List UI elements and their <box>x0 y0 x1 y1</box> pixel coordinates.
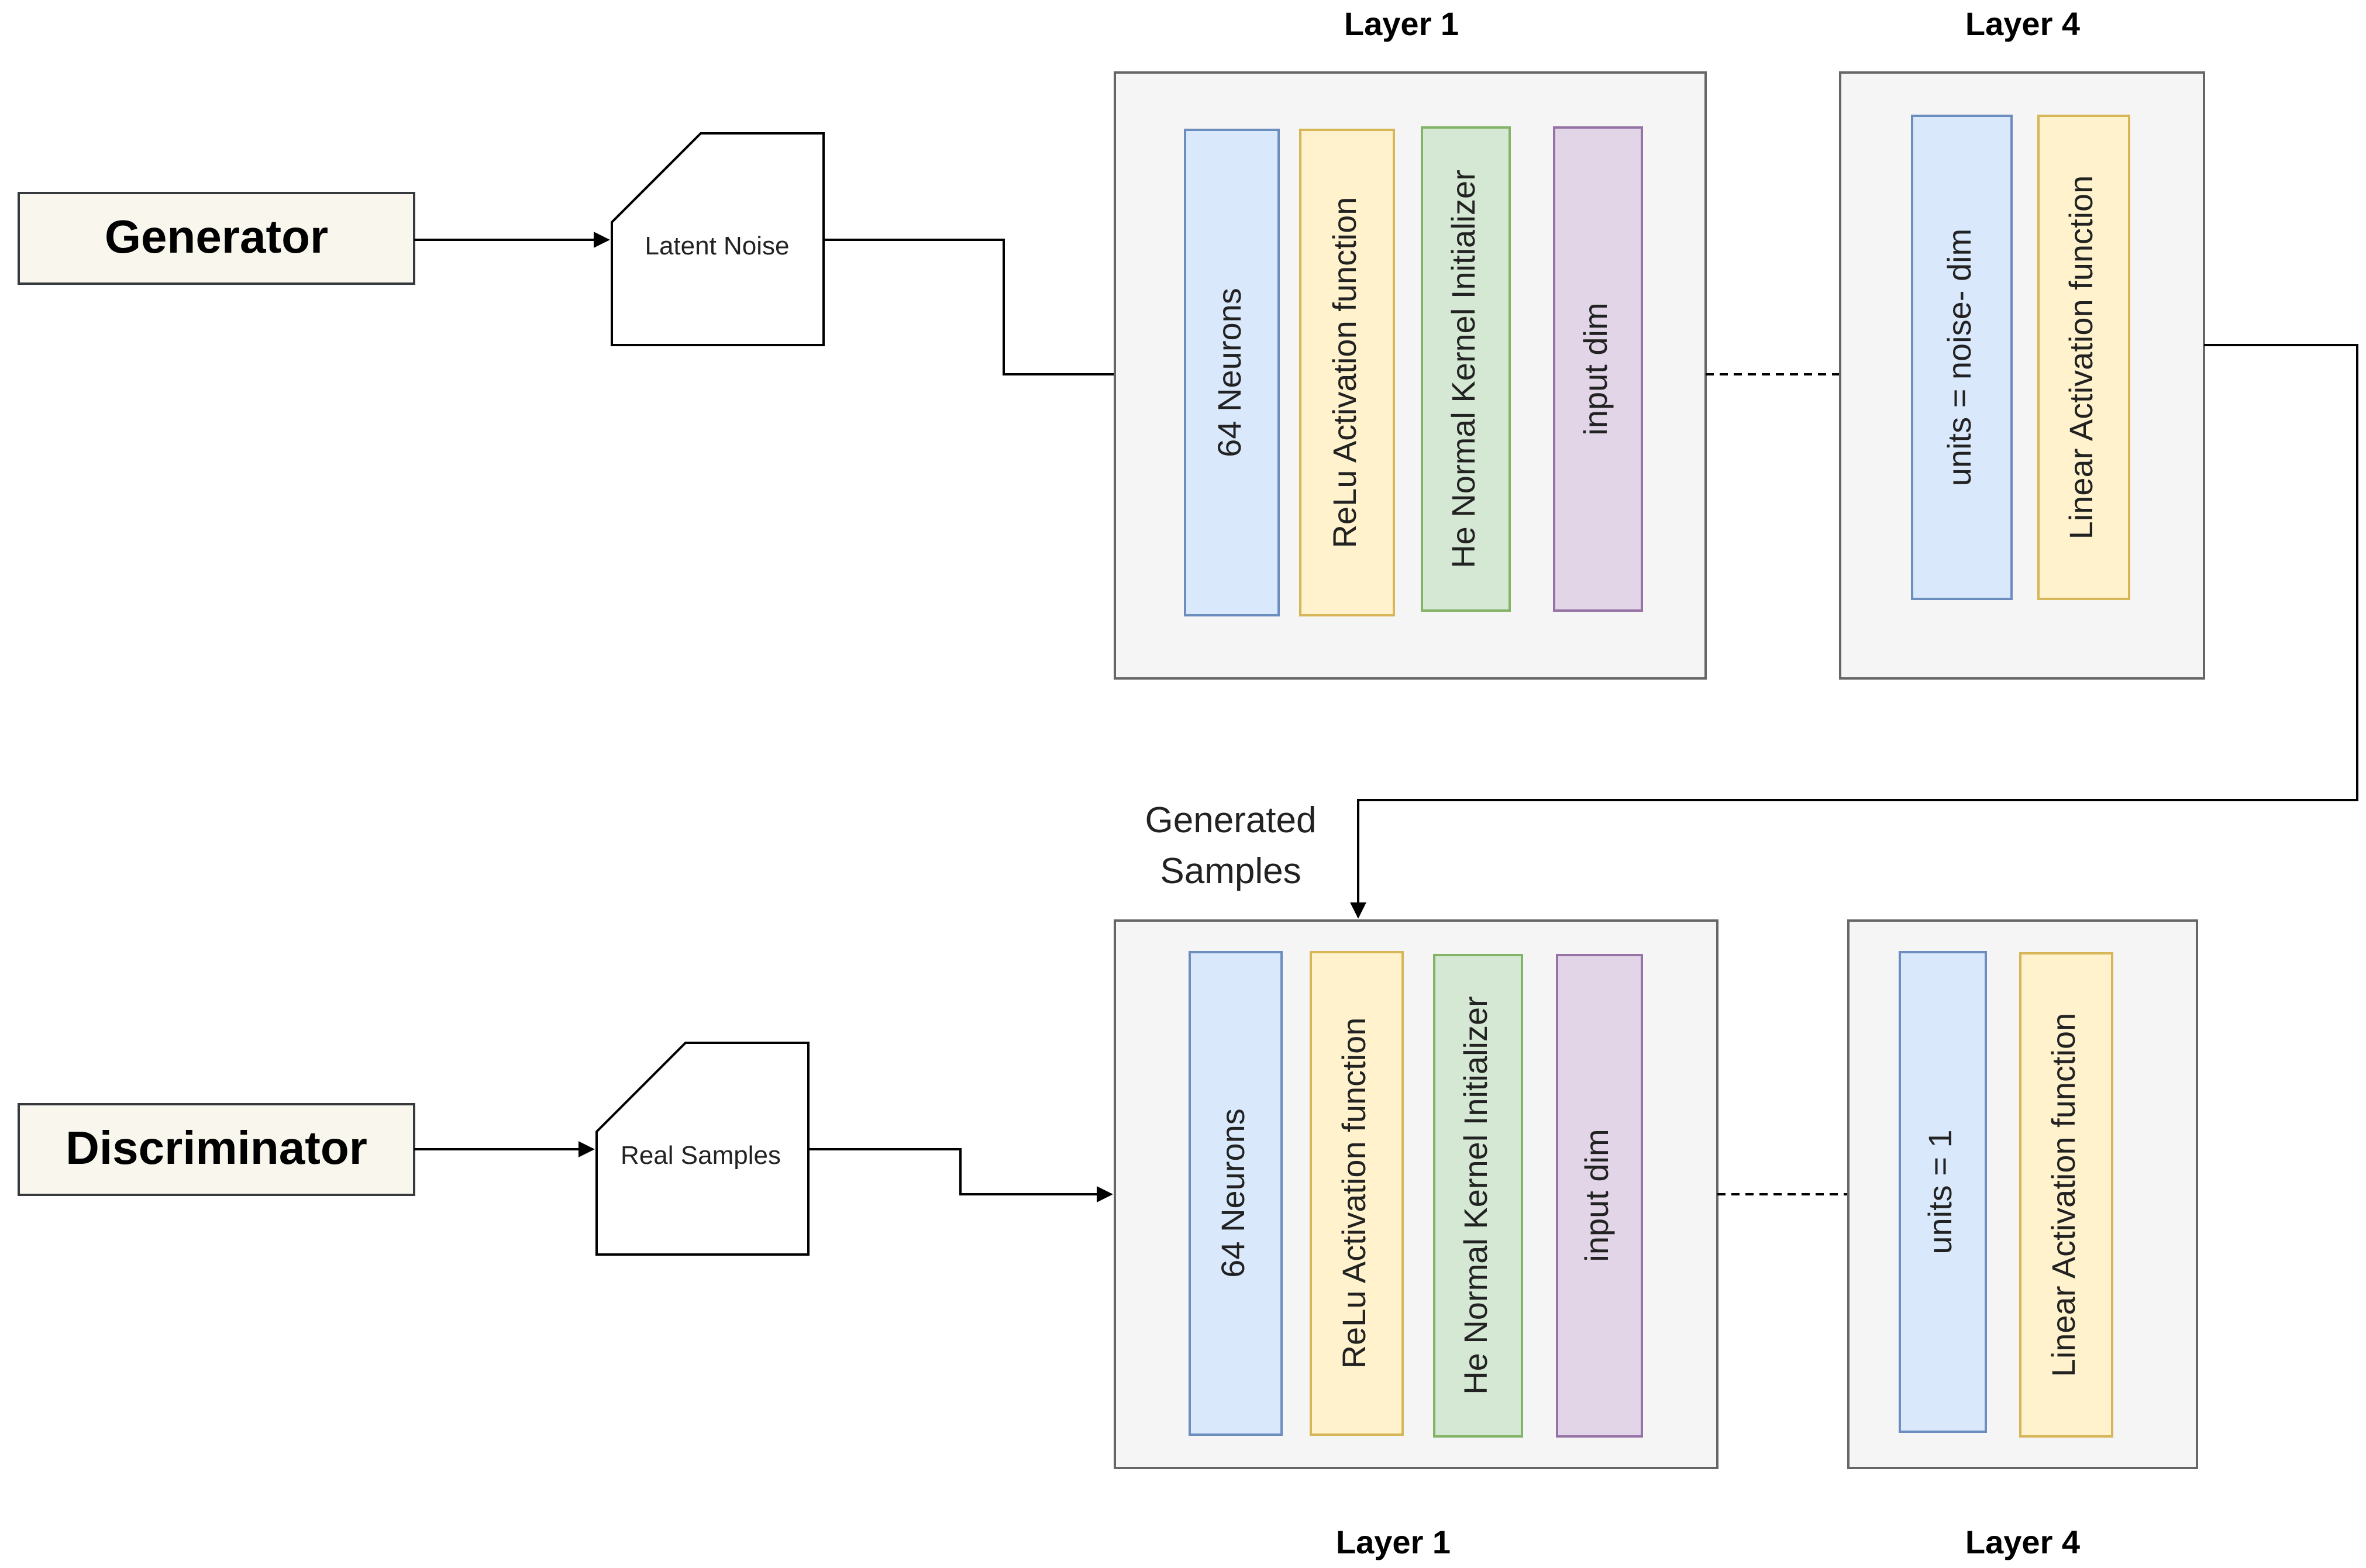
discriminator-layer1-unit-input-dim[interactable]: input dim <box>1556 954 1643 1438</box>
generator-layer4-unit-activation-label: Linear Activation function <box>2062 175 2099 540</box>
discriminator-layer4-unit-activation[interactable]: Linear Activation function <box>2019 952 2113 1438</box>
real-to-layer1-arrow <box>808 1148 1113 1202</box>
generator-layer1-unit-input-dim-label: input dim <box>1577 302 1614 435</box>
generator-layer1-header: Layer 1 <box>1344 5 1459 42</box>
generator-title: Generator <box>105 211 328 263</box>
generator-layer1-unit-initializer-label: He Normal Kernel Initializer <box>1445 170 1482 568</box>
generated-samples-label-line1: Generated <box>1145 800 1317 840</box>
generator-layer1-unit-activation[interactable]: ReLu Activation function <box>1299 129 1395 616</box>
discriminator-layer1-header: Layer 1 <box>1336 1524 1451 1560</box>
discriminator-layer1-unit-initializer-label: He Normal Kernel Initializer <box>1457 996 1494 1395</box>
discriminator-layer1-unit-initializer[interactable]: He Normal Kernel Initializer <box>1433 954 1523 1438</box>
generator-row: Generator Latent Noise Layer 1 64 Neuron… <box>18 5 2205 680</box>
discriminator-layer1-unit-activation[interactable]: ReLu Activation function <box>1310 951 1404 1436</box>
discriminator-layer4-unit-activation-label: Linear Activation function <box>2045 1013 2082 1377</box>
generator-layer4-unit-units-label: units = noise- dim <box>1941 229 1978 486</box>
generator-layer1-unit-neurons-label: 64 Neurons <box>1211 288 1248 457</box>
latent-noise-card[interactable]: Latent Noise <box>611 132 825 346</box>
generator-layer4-header: Layer 4 <box>1965 5 2080 42</box>
discriminator-layer1-unit-neurons-label: 64 Neurons <box>1214 1108 1251 1278</box>
discriminator-layer1-unit-input-dim-label: input dim <box>1578 1129 1615 1262</box>
real-samples-card[interactable]: Real Samples <box>595 1042 810 1256</box>
real-samples-label: Real Samples <box>621 1141 781 1170</box>
noise-to-layer1-arrow <box>824 239 1182 382</box>
discriminator-layer4: Layer 4 units = 1 Linear Activation func… <box>1847 919 2198 1560</box>
generator-title-box[interactable]: Generator <box>18 192 415 285</box>
discriminator-layer4-header: Layer 4 <box>1965 1524 2080 1560</box>
generator-layer1-unit-activation-label: ReLu Activation function <box>1326 197 1363 549</box>
discriminator-layer1-unit-activation-label: ReLu Activation function <box>1335 1018 1372 1369</box>
generator-layer1: Layer 1 64 Neurons ReLu Activation funct… <box>1114 5 1707 680</box>
discriminator-layer1: Layer 1 64 Neurons ReLu Activation funct… <box>1114 919 1718 1560</box>
generated-samples-label-line2: Samples <box>1160 851 1301 891</box>
generated-samples-arrow <box>1350 344 2358 919</box>
discriminator-row: Discriminator Real Samples Layer 1 64 Ne… <box>18 919 2198 1560</box>
discriminator-layer1-unit-neurons[interactable]: 64 Neurons <box>1189 951 1283 1436</box>
generator-layer4-unit-units[interactable]: units = noise- dim <box>1911 115 2013 600</box>
latent-noise-label: Latent Noise <box>645 232 789 260</box>
discriminator-title: Discriminator <box>66 1122 367 1174</box>
discriminator-layer4-unit-units[interactable]: units = 1 <box>1899 951 1987 1433</box>
discriminator-title-box[interactable]: Discriminator <box>18 1103 415 1196</box>
generator-layer1-unit-input-dim[interactable]: input dim <box>1553 126 1643 612</box>
discriminator-layer4-unit-units-label: units = 1 <box>1921 1129 1958 1254</box>
generator-layer4: Layer 4 units = noise- dim Linear Activa… <box>1839 5 2205 680</box>
generator-layer4-unit-activation[interactable]: Linear Activation function <box>2037 115 2130 600</box>
generator-layer1-unit-initializer[interactable]: He Normal Kernel Initializer <box>1421 126 1511 612</box>
generator-layer1-unit-neurons[interactable]: 64 Neurons <box>1184 129 1280 616</box>
